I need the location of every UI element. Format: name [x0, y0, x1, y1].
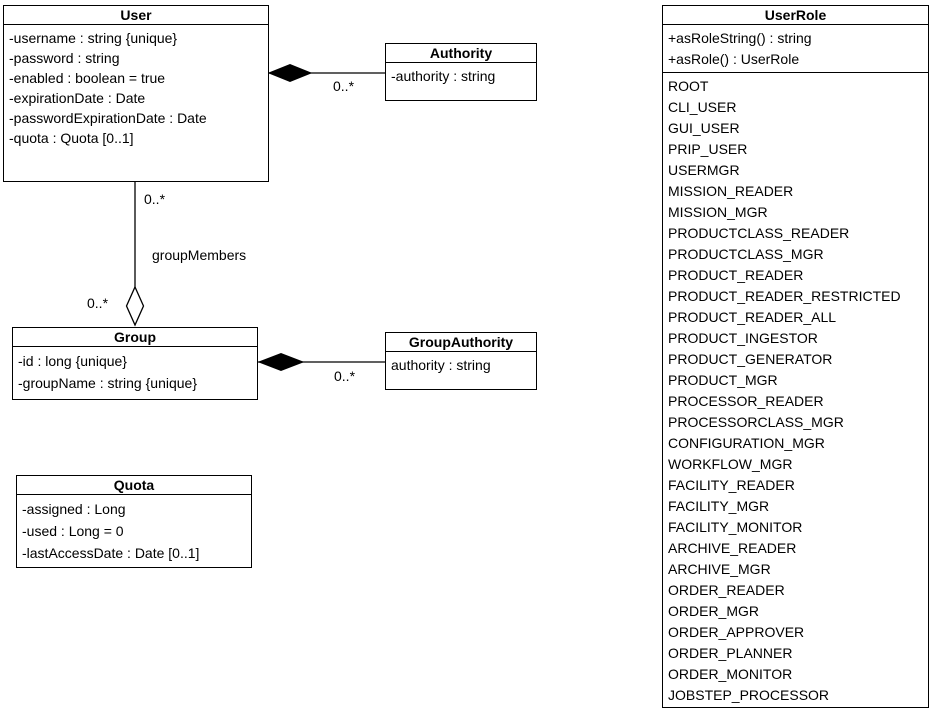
enum-literal-row: ROOT [668, 78, 709, 94]
multiplicity-label-group-groupauthority: 0..* [334, 368, 356, 384]
enum-literal-row: FACILITY_READER [668, 477, 795, 493]
enum-literal-row: PRODUCT_READER_RESTRICTED [668, 288, 901, 304]
operation-row: +asRoleString() : string [668, 30, 812, 46]
enum-literal-row: PRODUCT_INGESTOR [668, 330, 818, 346]
class-box-groupauthority: GroupAuthority authority : string [385, 332, 537, 390]
attribute-row: -lastAccessDate : Date [0..1] [22, 545, 200, 561]
attribute-row: -enabled : boolean = true [9, 70, 166, 86]
attribute-row: -quota : Quota [0..1] [9, 130, 134, 146]
enum-literal-row: PRODUCTCLASS_MGR [668, 246, 824, 262]
class-attributes-user: -username : string {unique} -password : … [4, 25, 268, 148]
class-title-groupauthority: GroupAuthority [386, 333, 536, 352]
attribute-row: authority : string [391, 357, 491, 373]
class-box-quota: Quota -assigned : Long -used : Long = 0 … [16, 475, 252, 568]
enum-literal-row: GUI_USER [668, 120, 740, 136]
attribute-row: -assigned : Long [22, 501, 126, 517]
class-attributes-authority: -authority : string [386, 63, 536, 87]
attribute-row: -groupName : string {unique} [18, 375, 197, 391]
class-box-authority: Authority -authority : string [385, 43, 537, 101]
attribute-row: -authority : string [391, 68, 496, 84]
attribute-row: -password : string [9, 50, 120, 66]
class-title-authority: Authority [386, 44, 536, 63]
enum-literal-row: PRODUCT_MGR [668, 372, 778, 388]
operation-row: +asRole() : UserRole [668, 51, 800, 67]
multiplicity-label-user-group-bottom: 0..* [87, 295, 109, 311]
class-box-user: User -username : string {unique} -passwo… [3, 5, 269, 182]
enum-literal-row: ORDER_MGR [668, 603, 760, 619]
enum-literal-row: CLI_USER [668, 99, 737, 115]
enum-literal-row: ORDER_APPROVER [668, 624, 805, 640]
enum-literal-row: ARCHIVE_READER [668, 540, 797, 556]
enum-literal-row: MISSION_READER [668, 183, 794, 199]
enum-literal-row: USERMGR [668, 162, 740, 178]
class-title-userrole: UserRole [663, 6, 928, 25]
enum-literal-row: PROCESSOR_READER [668, 393, 824, 409]
multiplicity-label-user-group-top: 0..* [144, 191, 166, 207]
attribute-row: -expirationDate : Date [9, 90, 146, 106]
enum-literal-row: PRODUCTCLASS_READER [668, 225, 850, 241]
class-attributes-quota: -assigned : Long -used : Long = 0 -lastA… [17, 495, 251, 564]
enum-literal-row: ARCHIVE_MGR [668, 561, 771, 577]
attribute-row: -used : Long = 0 [22, 523, 124, 539]
enum-literal-row: PRODUCT_READER [668, 267, 804, 283]
enum-literal-row: JOBSTEP_PROCESSOR [668, 687, 830, 703]
class-attributes-group: -id : long {unique} -groupName : string … [13, 347, 257, 394]
class-literals-userrole: ROOT CLI_USER GUI_USER PRIP_USER USERMGR… [663, 73, 928, 706]
enum-literal-row: PROCESSORCLASS_MGR [668, 414, 844, 430]
class-title-user: User [4, 6, 268, 25]
class-operations-userrole: +asRoleString() : string +asRole() : Use… [663, 25, 928, 73]
enum-literal-row: WORKFLOW_MGR [668, 456, 793, 472]
class-box-userrole: UserRole +asRoleString() : string +asRol… [662, 5, 929, 708]
attribute-row: -passwordExpirationDate : Date [9, 110, 207, 126]
attribute-row: -username : string {unique} [9, 30, 178, 46]
enum-literal-row: ORDER_READER [668, 582, 785, 598]
association-name-label-groupmembers: groupMembers [152, 247, 247, 263]
aggregation-diamond-icon [125, 285, 145, 327]
enum-literal-row: PRIP_USER [668, 141, 748, 157]
class-title-quota: Quota [17, 476, 251, 495]
enum-literal-row: FACILITY_MGR [668, 498, 770, 514]
class-title-group: Group [13, 328, 257, 347]
enum-literal-row: CONFIGURATION_MGR [668, 435, 825, 451]
enum-literal-row: PRODUCT_GENERATOR [668, 351, 833, 367]
enum-literal-row: ORDER_MONITOR [668, 666, 793, 682]
class-box-group: Group -id : long {unique} -groupName : s… [12, 327, 258, 400]
composition-diamond-icon [267, 63, 313, 83]
enum-literal-row: ORDER_PLANNER [668, 645, 793, 661]
class-attributes-groupauthority: authority : string [386, 352, 536, 376]
enum-literal-row: MISSION_MGR [668, 204, 768, 220]
enum-literal-row: FACILITY_MONITOR [668, 519, 803, 535]
enum-literal-row: PRODUCT_READER_ALL [668, 309, 837, 325]
attribute-row: -id : long {unique} [18, 353, 127, 369]
composition-diamond-icon [257, 352, 305, 372]
multiplicity-label-user-authority: 0..* [333, 78, 355, 94]
